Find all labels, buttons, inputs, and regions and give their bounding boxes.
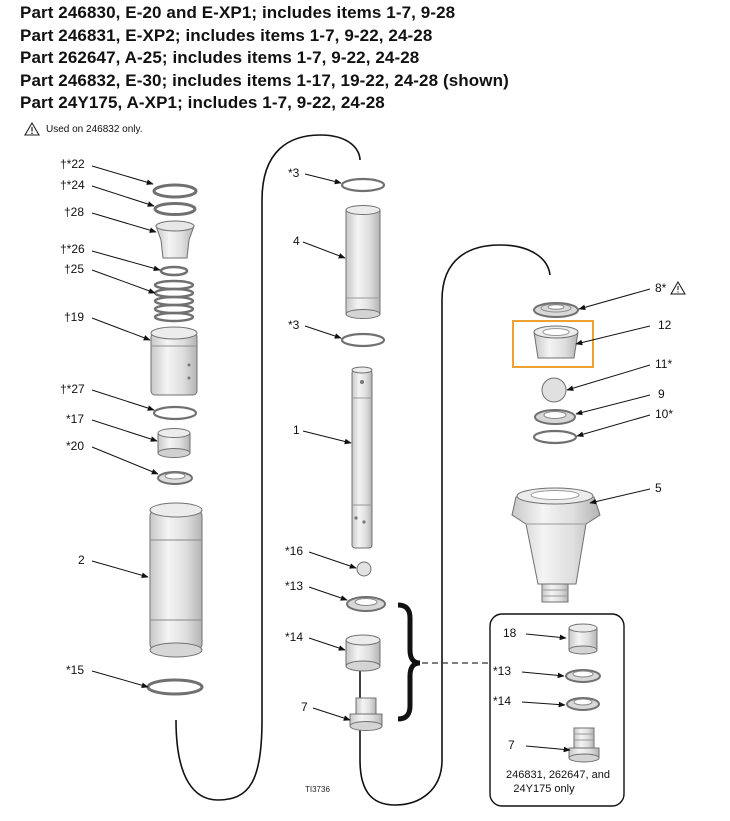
label-17: *17 — [66, 412, 85, 426]
part-4-sleeve — [345, 205, 381, 319]
title-line-4: Part 246832, E-30; includes items 1-17, … — [20, 70, 509, 90]
part-2-cylinder — [149, 502, 203, 658]
warning-triangle-icon — [24, 122, 40, 136]
label-27: †*27 — [60, 382, 85, 396]
part-22-ring — [152, 183, 198, 199]
label-25: †25 — [64, 262, 85, 276]
label-7: 7 — [301, 700, 308, 714]
part-28-gland — [155, 220, 195, 259]
box-label-18: 18 — [503, 626, 517, 640]
label-15: *15 — [66, 663, 85, 677]
label-11: 11* — [655, 357, 673, 371]
label-26: †*26 — [60, 242, 85, 256]
label-8: 8* — [655, 281, 667, 295]
title-block: Part 246830, E-20 and E-XP1; includes it… — [20, 2, 509, 115]
curve-left — [175, 134, 361, 801]
label-22: †*22 — [60, 157, 85, 171]
group-brace — [397, 602, 421, 722]
part-15-ring — [146, 678, 204, 696]
part-26-ring — [159, 265, 189, 277]
title-line-2: Part 246831, E-XP2; includes items 1-7, … — [20, 25, 433, 45]
box-note-line-1: 246831, 262647, and — [506, 769, 610, 781]
curve-right — [359, 244, 551, 806]
part-24-ring — [153, 202, 197, 216]
part-27-ring — [152, 405, 198, 421]
label-28: †28 — [64, 205, 85, 219]
connector-curves — [175, 134, 551, 806]
label-2: 2 — [78, 553, 85, 567]
part-7-valve — [349, 697, 383, 731]
label-14: *14 — [285, 630, 304, 644]
part-20-seal — [157, 471, 193, 485]
leader-lines — [91, 165, 651, 753]
part-5-housing — [511, 487, 601, 603]
usage-note-text: Used on 246832 only. — [46, 123, 143, 135]
part-9-seat — [534, 409, 576, 425]
label-10: 10* — [655, 407, 674, 421]
label-5: 5 — [655, 481, 662, 495]
label-9: 9 — [658, 387, 665, 401]
box-label-13: *13 — [493, 664, 512, 678]
title-line-5: Part 24Y175, A-XP1; includes 1-7, 9-22, … — [20, 93, 385, 112]
part-3-ring-lower — [340, 332, 386, 348]
part-12-retainer — [533, 325, 579, 359]
part-8-guide — [533, 302, 579, 318]
part-10-ring — [532, 429, 578, 445]
box-part-7-valve — [568, 727, 600, 763]
label-20: *20 — [66, 439, 85, 453]
label-3-lower: *3 — [288, 318, 300, 332]
label-4: 4 — [293, 234, 300, 248]
box-part-18-bearing — [568, 623, 598, 655]
label-13: *13 — [285, 579, 304, 593]
alternate-parts-box — [489, 613, 625, 807]
part-16-ball — [356, 561, 372, 577]
box-part-14-seal — [566, 697, 600, 711]
title-line-1: Part 246830, E-20 and E-XP1; includes it… — [20, 3, 456, 22]
part-19-housing — [150, 326, 198, 396]
part-25-spring — [153, 279, 195, 323]
title-line-3: Part 262647, A-25; includes items 1-7, 9… — [20, 48, 420, 67]
usage-note: Used on 246832 only. — [24, 122, 143, 136]
label-3-upper: *3 — [288, 166, 300, 180]
part-13-seat — [346, 596, 386, 612]
label-24: †*24 — [60, 178, 85, 192]
box-part-13-seat — [565, 669, 601, 683]
label-16: *16 — [285, 544, 304, 558]
part-11-ball — [541, 377, 567, 403]
part-1-rod — [351, 366, 373, 549]
box-label-14: *14 — [493, 694, 512, 708]
highlight-frame — [512, 320, 594, 368]
part-17-bearing — [157, 428, 191, 458]
label-12: 12 — [658, 318, 672, 332]
label-19: †19 — [64, 310, 85, 324]
warning-triangle-icon-part8 — [670, 281, 686, 295]
part-3-ring-upper — [340, 177, 386, 193]
figure-id: TI3736 — [305, 785, 330, 794]
box-note-line-2: 24Y175 only — [513, 783, 575, 795]
label-1: 1 — [293, 423, 300, 437]
box-label-7: 7 — [508, 738, 515, 752]
part-14-bushing — [345, 634, 381, 672]
